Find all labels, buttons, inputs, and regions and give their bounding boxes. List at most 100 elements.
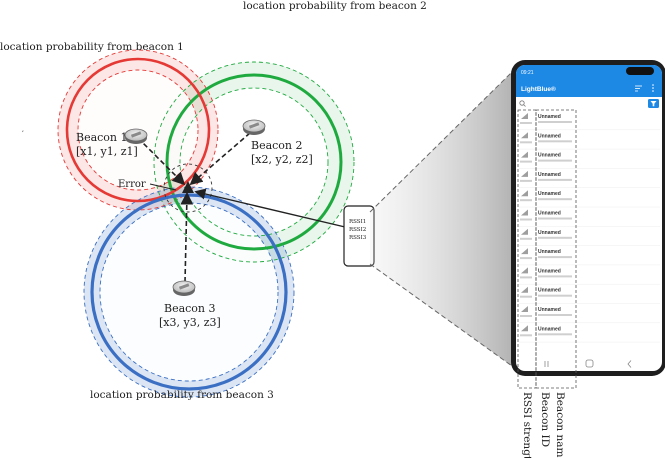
device-rssi-1: RSSI1 (349, 219, 366, 225)
nav-back-icon[interactable] (627, 360, 632, 368)
search-icon[interactable] (519, 100, 526, 107)
distance-arrow-beacon-1 (137, 137, 186, 186)
prob-label-beacon-1: location probability from beacon 1 (0, 41, 184, 53)
device-id (538, 178, 572, 181)
phone-status-time: 09:21 (521, 70, 534, 76)
signal-strength-icon (521, 248, 528, 255)
error-label: Error (118, 179, 146, 190)
list-item[interactable]: Unnamed (519, 190, 660, 208)
list-item[interactable]: Unnamed (519, 267, 660, 285)
device-name: Unnamed (538, 191, 561, 197)
beacon-3-name: Beacon 3 (164, 302, 216, 315)
beacon-3-inner-dashed (99, 202, 279, 382)
device-id (538, 217, 572, 220)
beacon-2-circle (165, 73, 343, 251)
list-item[interactable]: Unnamed (519, 325, 660, 343)
device-id (538, 275, 572, 278)
beacon-2-inner-dashed (179, 87, 329, 237)
device-name: Unnamed (538, 249, 561, 255)
device-name: Unnamed (538, 326, 561, 332)
rssi-value (520, 141, 532, 144)
rssi-value (520, 237, 532, 240)
nav-home-icon[interactable] (585, 359, 594, 368)
beacon-1-inner-dashed (77, 69, 199, 191)
list-item[interactable]: Unnamed (519, 228, 660, 246)
signal-strength-icon (521, 170, 528, 177)
rssi-value (520, 257, 532, 260)
rssi-value (520, 315, 532, 317)
beacon-3-coords: [x3, y3, z3] (159, 316, 221, 329)
device-name: Unnamed (538, 133, 561, 139)
phone-nav-bar (544, 359, 632, 368)
distance-arrow-beacon-3 (180, 191, 194, 283)
device-id (538, 294, 572, 297)
signal-strength-icon (521, 113, 528, 119)
device-name: Unnamed (538, 153, 561, 159)
device-id (538, 256, 572, 259)
device-id (538, 140, 572, 143)
more-menu-icon[interactable] (652, 84, 654, 92)
phone-mockup: 09:21 LightBlue® UnnamedUnnamedUnnamedUn… (511, 60, 665, 376)
prob-label-beacon-3: location probability from beacon 3 (90, 389, 274, 401)
signal-strength-icon (521, 286, 528, 293)
device-id (538, 236, 572, 239)
signal-strength-icon (521, 151, 528, 158)
list-item[interactable]: Unnamed (519, 113, 660, 131)
signal-strength-icon (521, 132, 528, 139)
zoom-funnel (370, 72, 512, 366)
signal-strength-icon (521, 325, 528, 332)
list-item[interactable]: Unnamed (519, 132, 660, 150)
rssi-value (520, 122, 532, 124)
error-pointer (149, 183, 177, 191)
beacon-id-label: Beacon ID (539, 392, 551, 447)
device-id (538, 314, 572, 316)
rssi-value (520, 179, 532, 182)
list-item[interactable]: Unnamed (519, 306, 660, 324)
device-id (538, 159, 572, 162)
beacon-1-outer-dashed (57, 49, 219, 211)
signal-arrow (194, 188, 346, 228)
list-item[interactable]: Unnamed (519, 248, 660, 266)
beacon-3-outer-dashed (83, 186, 295, 398)
rssi-value (520, 276, 532, 279)
list-item[interactable]: Unnamed (519, 170, 660, 188)
signal-strength-icon (521, 209, 528, 216)
distance-arrow-beacon-2 (189, 132, 251, 186)
device-name: Unnamed (538, 172, 561, 178)
beacon-2-name: Beacon 2 (251, 139, 303, 152)
signal-strength-icon (521, 306, 528, 312)
rssi-value (520, 199, 532, 202)
stray-mark: , (22, 126, 24, 133)
beacon-name-label: Beacon name (554, 392, 566, 458)
device-rssi-2: RSSI2 (349, 227, 366, 233)
beacon-list: UnnamedUnnamedUnnamedUnnamedUnnamedUnnam… (519, 113, 660, 343)
device-name: Unnamed (538, 114, 561, 120)
beacon-2-outer-dashed (153, 61, 355, 263)
signal-strength-icon (521, 267, 528, 274)
list-item[interactable]: Unnamed (519, 151, 660, 169)
device-id (538, 121, 572, 123)
beacon-1-coords: [x1, y1, z1] (76, 145, 138, 158)
device-id (538, 198, 572, 201)
sort-icon[interactable] (635, 85, 642, 92)
beacon-3-device (172, 280, 196, 296)
phone-camera-notch (626, 67, 654, 75)
beacon-id-column-highlight (535, 109, 577, 389)
beacon-1-circle (65, 57, 211, 203)
filter-button[interactable] (648, 99, 659, 108)
rssi-value (520, 160, 532, 163)
signal-strength-icon (521, 190, 528, 197)
error-region (163, 163, 213, 213)
device-name: Unnamed (538, 230, 561, 236)
receiver-device: RSSI1 RSSI2 RSSI3 (343, 205, 375, 267)
device-id (538, 333, 572, 336)
rssi-value (520, 334, 532, 337)
phone-app-title: LightBlue® (521, 85, 556, 93)
beacon-1-device (124, 128, 148, 144)
device-name: Unnamed (538, 288, 561, 294)
estimated-location-marker (182, 181, 194, 193)
rssi-strength-label: RSSI strength (521, 392, 533, 458)
beacon-2-device (242, 119, 266, 135)
list-item[interactable]: Unnamed (519, 209, 660, 227)
list-item[interactable]: Unnamed (519, 286, 660, 304)
